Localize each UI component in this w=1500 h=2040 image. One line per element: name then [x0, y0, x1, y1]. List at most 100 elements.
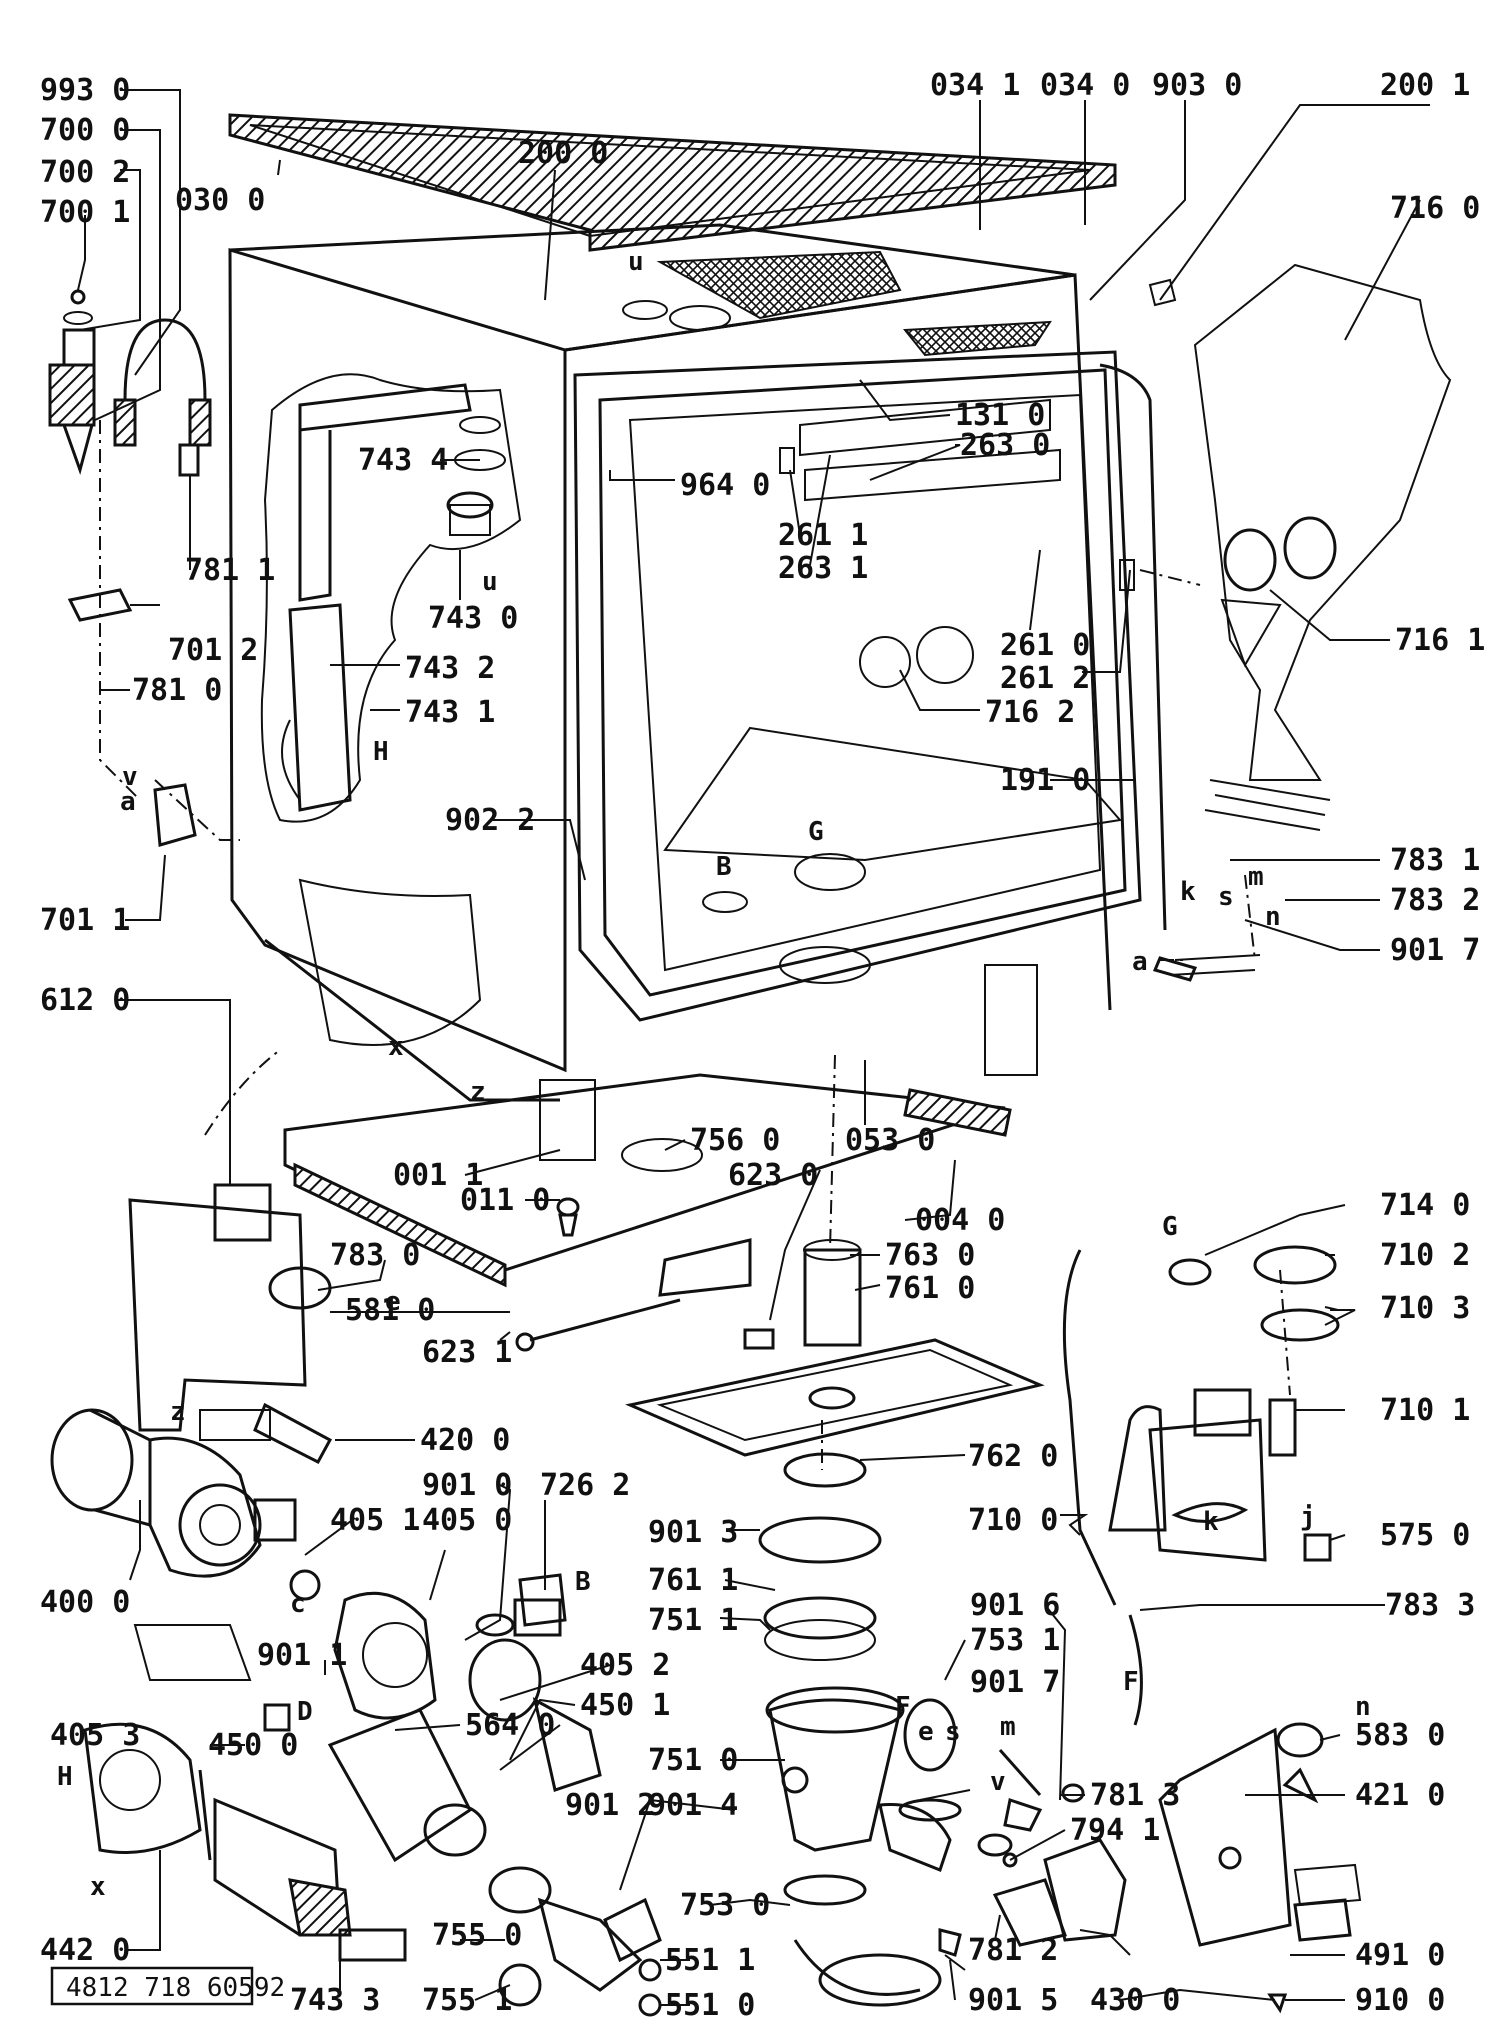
reference-letter: u [628, 247, 644, 277]
part-label: 442 0 [40, 1933, 130, 1968]
reference-letter: z [170, 1397, 186, 1427]
part-label: 700 2 [40, 155, 130, 190]
reference-letter: a [1132, 947, 1148, 977]
part-label: 901 2 [565, 1788, 655, 1823]
part-label: 564 0 [465, 1708, 555, 1743]
motor-pump-drawing [50, 1408, 602, 1792]
part-label: 964 0 [680, 468, 770, 503]
reference-letter: B [575, 1567, 591, 1597]
drawing-number: 4812 718 60592 [66, 1973, 285, 2003]
part-label: 901 6 [970, 1588, 1060, 1623]
part-label: 901 7 [1390, 933, 1480, 968]
reference-letter: x [90, 1872, 106, 1902]
part-label: 263 1 [778, 551, 868, 586]
reference-letter: m [1000, 1712, 1016, 1742]
part-label: 753 0 [680, 1888, 770, 1923]
part-label: 743 0 [428, 601, 518, 636]
drawing-number-frame [50, 1966, 254, 2006]
part-label: 623 1 [422, 1335, 512, 1370]
reference-letter: j [1300, 1502, 1316, 1532]
reference-letter: D [297, 1697, 313, 1727]
part-label: 623 0 [728, 1158, 818, 1193]
part-label: 701 2 [168, 633, 258, 668]
part-label: 901 7 [970, 1665, 1060, 1700]
part-label: 200 1 [1380, 68, 1470, 103]
part-label: 011 0 [460, 1183, 550, 1218]
part-label: 261 1 [778, 518, 868, 553]
part-label: 034 0 [1040, 68, 1130, 103]
worktop-drawing [228, 113, 1117, 252]
part-label: 716 2 [985, 695, 1075, 730]
reference-letters: u u H v a x z B G k s m n a G e z c B D … [57, 247, 1371, 1902]
reference-letter: v [122, 762, 138, 792]
part-label: 794 1 [1070, 1813, 1160, 1848]
part-label: 751 1 [648, 1603, 738, 1638]
part-label: 783 2 [1390, 883, 1480, 918]
cabinet-shell-drawing [228, 223, 1112, 1102]
part-label: 755 0 [432, 1918, 522, 1953]
part-label: 200 0 [518, 136, 608, 171]
part-label: 030 0 [175, 183, 265, 218]
dispenser-drawing [281, 383, 506, 812]
part-label: 191 0 [1000, 763, 1090, 798]
reference-letter: u [482, 567, 498, 597]
heater-drainpump-drawing [83, 1708, 643, 2007]
reference-letter: F [1123, 1667, 1139, 1697]
reference-letter: n [1265, 902, 1281, 932]
part-label: 551 0 [665, 1988, 755, 2023]
part-label: 261 2 [1000, 661, 1090, 696]
reference-letter: s [1218, 882, 1234, 912]
part-label: 902 2 [445, 803, 535, 838]
part-label: 034 1 [930, 68, 1020, 103]
part-label: 263 0 [960, 428, 1050, 463]
part-label: 762 0 [968, 1439, 1058, 1474]
part-label: 491 0 [1355, 1938, 1445, 1973]
heater-wiring-drawing [1152, 779, 1331, 982]
reference-letter: G [808, 817, 824, 847]
part-label: 001 1 [393, 1158, 483, 1193]
part-label: 405 3 [50, 1718, 140, 1753]
reference-letter: e [385, 1287, 401, 1317]
part-label: 901 5 [968, 1983, 1058, 2018]
part-label: 420 0 [420, 1423, 510, 1458]
part-label: 783 0 [330, 1238, 420, 1273]
reference-letter: z [470, 1077, 486, 1107]
reference-letter: x [388, 1032, 404, 1062]
part-label: 901 1 [257, 1638, 347, 1673]
part-label: 903 0 [1152, 68, 1242, 103]
part-labels: 993 0 700 0 700 2 700 1 030 0 200 0 034 … [40, 68, 1485, 2023]
part-label: 761 0 [885, 1271, 975, 1306]
reference-letter: G [1162, 1212, 1178, 1242]
part-label: 551 1 [665, 1943, 755, 1978]
part-label: 743 3 [290, 1983, 380, 2018]
part-label: 783 1 [1390, 843, 1480, 878]
part-label: 400 0 [40, 1585, 130, 1620]
reference-letter: B [716, 852, 732, 882]
part-label: 710 1 [1380, 1393, 1470, 1428]
reference-letter: c [290, 1589, 306, 1619]
part-label: 763 0 [885, 1238, 975, 1273]
part-label: 726 2 [540, 1468, 630, 1503]
part-label: 583 0 [1355, 1718, 1445, 1753]
part-label: 901 0 [422, 1468, 512, 1503]
base-frame-drawing [283, 964, 1038, 1288]
reference-letter: H [373, 737, 389, 767]
part-label: 450 1 [580, 1688, 670, 1723]
part-label: 993 0 [40, 73, 130, 108]
part-label: 781 1 [185, 553, 275, 588]
part-label: 004 0 [915, 1203, 1005, 1238]
part-label: 716 0 [1390, 191, 1480, 226]
softener-drawing [1062, 1245, 1340, 1726]
part-label: 612 0 [40, 983, 130, 1018]
part-label: 710 0 [968, 1503, 1058, 1538]
part-label: 421 0 [1355, 1778, 1445, 1813]
part-label: 756 0 [690, 1123, 780, 1158]
leader-lines [77, 89, 1430, 2006]
sump-assembly-drawing [603, 1452, 942, 2007]
part-label: 714 0 [1380, 1188, 1470, 1223]
small-hardware-drawing [253, 1197, 1352, 2017]
reference-letter: e [918, 1717, 934, 1747]
part-label: 743 4 [358, 443, 448, 478]
reference-letter: v [990, 1767, 1006, 1797]
